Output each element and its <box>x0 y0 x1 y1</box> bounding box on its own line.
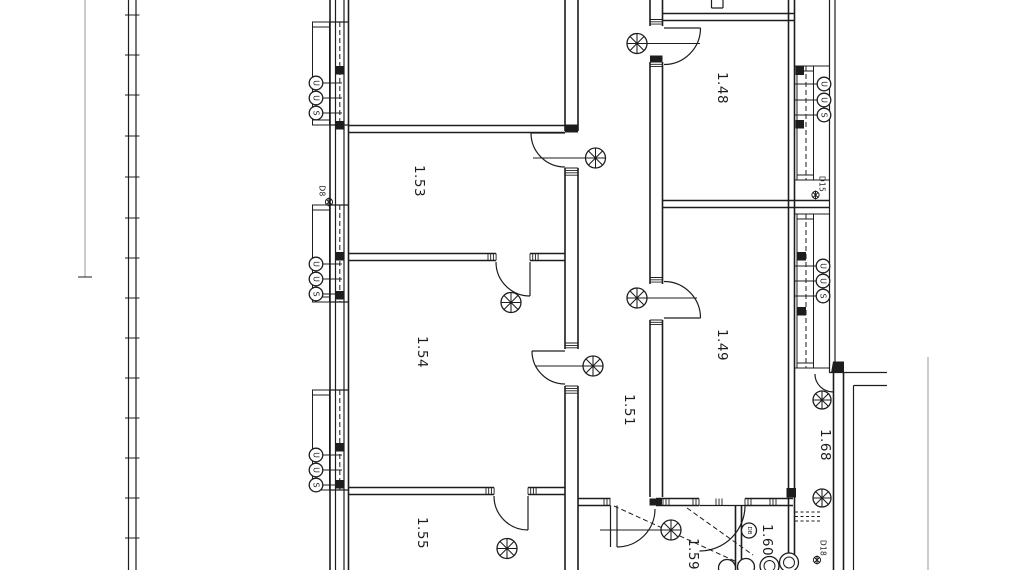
room-label-1-54: 1.54 <box>414 336 430 368</box>
door-room149 <box>663 280 702 319</box>
door-room153 <box>530 132 566 168</box>
level-marker-icon <box>660 519 682 541</box>
door-corridor-bottom <box>609 505 656 548</box>
fixture-letter: S <box>312 291 321 296</box>
level-marker-icons <box>496 32 832 560</box>
fixture-letter: S <box>820 112 829 117</box>
svg-text:D8: D8 <box>318 185 327 196</box>
wall-bottom-rooms-top <box>578 488 796 507</box>
window-right-1 <box>795 65 814 181</box>
room-label-1-48: 1.48 <box>714 72 730 104</box>
door-tag-d8: D8 <box>318 185 334 207</box>
corridor-wall-left <box>564 0 579 570</box>
door-room148 <box>663 27 702 66</box>
fixture-letter: U <box>312 467 321 473</box>
fixture-letter: U <box>312 452 321 458</box>
fixture-letter: U <box>312 95 321 101</box>
door-153-154 <box>495 261 531 297</box>
wall-room153-top <box>348 124 578 134</box>
room-label-1-59: 1.59 <box>685 538 701 570</box>
door-168 <box>814 373 834 393</box>
corridor-wall-right <box>649 0 664 497</box>
ramp-dashed-lines <box>613 505 754 568</box>
fixture-letter: S <box>819 293 828 298</box>
fixture-letter: U <box>820 97 829 103</box>
db-fixture-symbol: DB <box>740 522 758 539</box>
door-room154 <box>531 350 566 385</box>
level-marker-icon <box>496 537 518 560</box>
wall-154-155 <box>348 486 565 496</box>
fixture-symbols-right-2: U U S <box>794 258 831 304</box>
fixture-symbols-left-1: U U S <box>308 75 342 121</box>
level-marker-icon <box>812 488 832 508</box>
fixture-symbols-right-1: U U S <box>794 76 832 123</box>
fixture-symbols-left-3: U U S <box>308 447 342 493</box>
wall-148-149 <box>662 199 830 209</box>
site-boundary-line <box>78 0 92 278</box>
fixture-letter: S <box>312 110 321 115</box>
svg-text:D15: D15 <box>818 176 827 192</box>
fixture-letter: U <box>312 80 321 86</box>
fixture-letter: U <box>819 263 828 269</box>
room-label-1-49: 1.49 <box>714 329 730 361</box>
level-marker-icon <box>500 291 522 314</box>
door-154-155 <box>493 495 529 531</box>
fixture-symbols-left-2: U U S <box>308 256 342 302</box>
room-label-1-60: 1.60 <box>759 524 775 556</box>
partial-shape-top <box>710 0 724 9</box>
level-marker-icon <box>584 147 607 169</box>
door-tag-d15: D15 <box>811 176 827 200</box>
wall-room148-top <box>662 12 795 22</box>
room-label-1-55: 1.55 <box>414 517 430 549</box>
fixture-letter: U <box>819 278 828 284</box>
level-marker-icon <box>812 390 832 410</box>
wall-153-154 <box>348 252 565 262</box>
level-marker-icon <box>582 355 604 377</box>
fixture-letter: U <box>312 261 321 267</box>
fixture-letter: U <box>312 276 321 282</box>
fixture-letter: U <box>820 81 829 87</box>
window-right-2 <box>796 213 814 369</box>
fixture-letter: S <box>312 482 321 487</box>
db-label: DB <box>746 526 752 534</box>
room-label-1-53: 1.53 <box>411 165 427 197</box>
level-marker-icon <box>626 32 648 55</box>
wall-168-right <box>829 361 887 570</box>
room-label-1-51: 1.51 <box>621 394 637 426</box>
bottom-edge-fixtures <box>717 552 800 570</box>
room-label-1-68: 1.68 <box>817 429 833 461</box>
svg-text:D18: D18 <box>819 540 828 556</box>
level-marker-icon <box>626 287 648 309</box>
dashed-ties-168 <box>795 511 821 522</box>
segmented-wall-left <box>125 0 140 570</box>
door-room159 <box>699 504 746 552</box>
door-tag-d18: D18 <box>812 540 828 565</box>
